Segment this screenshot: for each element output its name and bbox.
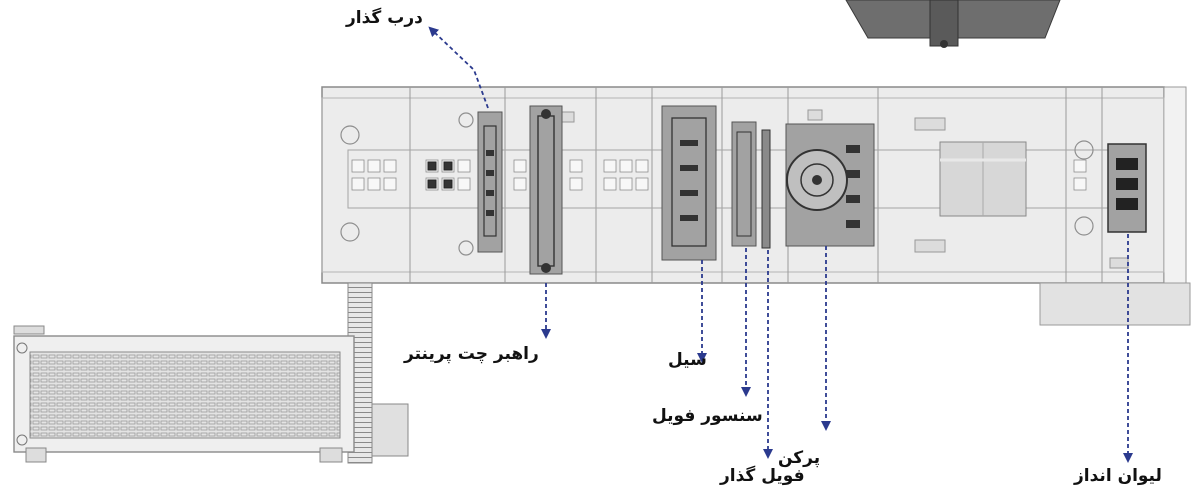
label-seal: سیل bbox=[668, 350, 707, 370]
station-door-placer bbox=[477, 111, 503, 253]
outfeed-conveyor bbox=[13, 282, 409, 464]
label-cup-dropper: لیوان انداز bbox=[1074, 466, 1162, 486]
callout-arrows bbox=[428, 26, 1133, 463]
arrow-door-placer bbox=[428, 26, 489, 109]
label-printer-guide: راهبر چت پرینتر bbox=[404, 344, 539, 364]
label-foil-placer: فویل گذار bbox=[720, 466, 805, 486]
label-foil-sensor: سنسور فویل bbox=[652, 406, 763, 426]
station-filler bbox=[785, 123, 875, 247]
top-equipment bbox=[845, 0, 1061, 48]
station-seal bbox=[661, 105, 717, 261]
station-cup-dropper bbox=[1107, 143, 1147, 233]
station-foil-sensor bbox=[731, 121, 757, 247]
label-door-placer: درب گذار bbox=[346, 8, 423, 28]
main-machine-frame bbox=[321, 86, 1191, 326]
label-filler: پرکن bbox=[778, 448, 821, 468]
station-printer-guide bbox=[529, 105, 563, 275]
station-foil-placer bbox=[761, 129, 771, 249]
